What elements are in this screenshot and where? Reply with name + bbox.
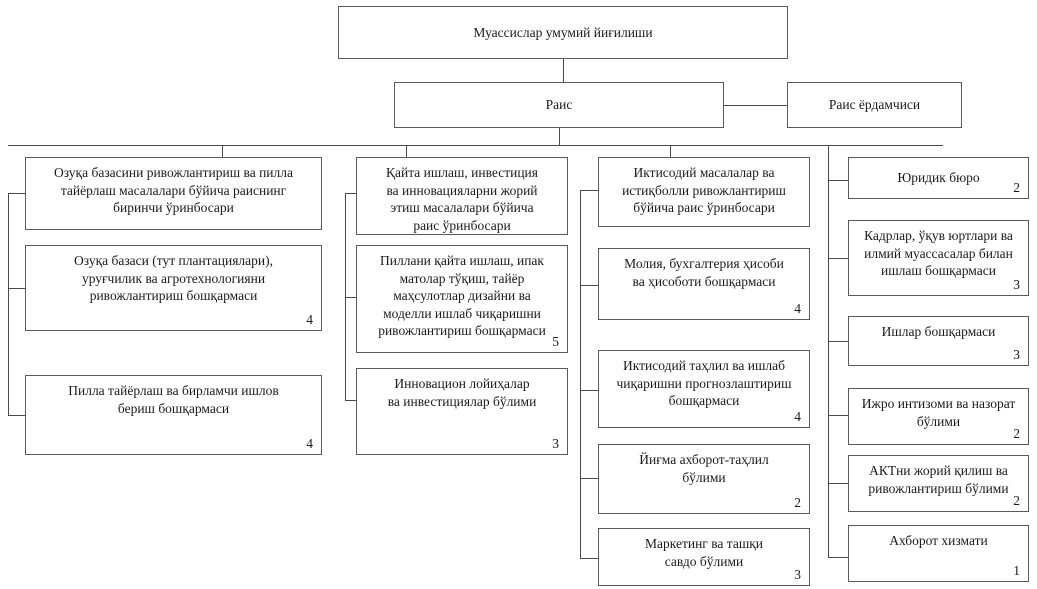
box-col3-unit-1[interactable]: Молия, бухгалтерия ҳисоби ва ҳисоботи бо…	[598, 248, 810, 320]
box-col3-unit-3-label: Йиғма ахборот-таҳлил бўлими	[639, 452, 769, 485]
box-col4-unit-3-label: Ишлар бошқармаси	[881, 324, 996, 339]
box-col4-unit-4[interactable]: Ижро интизоми ва назорат бўлими 2	[848, 388, 1029, 445]
box-col3-unit-1-count: 4	[794, 301, 801, 317]
box-chairman[interactable]: Раис	[394, 82, 724, 128]
box-chairman-assistant[interactable]: Раис ёрдамчиси	[787, 82, 962, 128]
box-col1-head-label: Озуқа базасини ривожлантириш ва пилла та…	[54, 165, 293, 216]
box-col2-head[interactable]: Қайта ишлаш, инвестиция ва инновацияларн…	[356, 157, 568, 235]
connector-col4-stub-4	[828, 415, 848, 416]
box-col4-unit-6-label: Ахборот хизмати	[889, 533, 988, 548]
box-col4-unit-2-count: 3	[1013, 277, 1020, 293]
connector-col1-spine	[8, 193, 9, 415]
box-col2-unit-1-count: 5	[552, 334, 559, 350]
box-col2-unit-2[interactable]: Инновацион лойиҳалар ва инвестициялар бў…	[356, 368, 568, 455]
connector-col3-stub-2	[580, 390, 598, 391]
box-col3-unit-2[interactable]: Иктисодий таҳлил ва ишлаб чиқаришни прог…	[598, 350, 810, 428]
connector-col3-stub-1	[580, 285, 598, 286]
box-col3-unit-3-count: 2	[794, 495, 801, 511]
connector-chairman-to-assistant	[724, 105, 787, 106]
box-general-assembly[interactable]: Муассислар умумий йиғилиши	[338, 6, 788, 59]
box-col4-unit-3-count: 3	[1013, 347, 1020, 363]
connector-col4-spine	[828, 145, 829, 557]
box-col4-unit-6-count: 1	[1013, 563, 1020, 579]
connector-col4-stub-3	[828, 341, 848, 342]
connector-col2-stub-head	[345, 193, 356, 194]
box-col3-unit-3[interactable]: Йиғма ахборот-таҳлил бўлими 2	[598, 444, 810, 514]
box-col4-unit-4-label: Ижро интизоми ва назорат бўлими	[861, 396, 1016, 429]
box-col3-unit-2-count: 4	[794, 409, 801, 425]
box-col4-unit-1-count: 2	[1013, 180, 1020, 196]
box-col2-unit-1[interactable]: Пиллани қайта ишлаш, ипак матолар тўқиш,…	[356, 245, 568, 353]
box-col4-unit-3[interactable]: Ишлар бошқармаси 3	[848, 316, 1029, 366]
box-col1-unit-2-label: Пилла тайёрлаш ва бирламчи ишлов бериш б…	[68, 383, 279, 416]
connector-col1-stub-1	[8, 288, 25, 289]
box-col3-unit-4-label: Маркетинг ва ташқи савдо бўлими	[644, 536, 764, 569]
connector-col1-head-drop	[222, 145, 223, 157]
box-col2-head-label: Қайта ишлаш, инвестиция ва инновацияларн…	[386, 165, 538, 233]
connector-col3-stub-3	[580, 478, 598, 479]
box-col3-head-label: Иктисодий масалалар ва истиқболли ривожл…	[622, 165, 786, 216]
box-col2-unit-2-label: Инновацион лойиҳалар ва инвестициялар бў…	[387, 376, 537, 409]
box-col4-unit-5-label: АКТни жорий қилиш ва ривожлантириш бўлим…	[868, 463, 1009, 496]
connector-col3-stub-4	[580, 558, 598, 559]
box-col4-unit-6[interactable]: Ахборот хизмати 1	[848, 525, 1029, 582]
connector-col4-stub-5	[828, 483, 848, 484]
connector-col2-head-drop	[406, 145, 407, 157]
connector-distribution-bar	[8, 145, 943, 146]
box-col3-head[interactable]: Иктисодий масалалар ва истиқболли ривожл…	[598, 157, 810, 227]
connector-assembly-to-chairman	[563, 59, 564, 82]
box-col4-unit-5[interactable]: АКТни жорий қилиш ва ривожлантириш бўлим…	[848, 455, 1029, 512]
connector-col2-spine	[345, 193, 346, 400]
box-col1-unit-2[interactable]: Пилла тайёрлаш ва бирламчи ишлов бериш б…	[25, 375, 322, 455]
connector-col2-stub-1	[345, 297, 356, 298]
box-col3-unit-4[interactable]: Маркетинг ва ташқи савдо бўлими 3	[598, 528, 810, 586]
box-col4-unit-4-count: 2	[1013, 426, 1020, 442]
box-col3-unit-1-label: Молия, бухгалтерия ҳисоби ва ҳисоботи бо…	[624, 256, 784, 289]
connector-col1-stub-head	[8, 193, 25, 194]
box-col1-unit-2-count: 4	[306, 436, 313, 452]
connector-col2-stub-2	[345, 400, 356, 401]
connector-col1-stub-2	[8, 415, 25, 416]
connector-col4-stub-6	[828, 557, 848, 558]
box-col2-unit-1-label: Пиллани қайта ишлаш, ипак матолар тўқиш,…	[378, 253, 546, 339]
box-col1-unit-1[interactable]: Озуқа базаси (тут плантациялари), уруғчи…	[25, 245, 322, 331]
box-col2-unit-2-count: 3	[552, 436, 559, 452]
box-col4-unit-1-label: Юридик бюро	[897, 170, 980, 186]
connector-col4-stub-2	[828, 258, 848, 259]
connector-col4-stub-1	[828, 180, 848, 181]
box-col4-unit-1[interactable]: Юридик бюро 2	[848, 157, 1029, 199]
connector-col3-head-drop	[670, 145, 671, 157]
box-col1-unit-1-label: Озуқа базаси (тут плантациялари), уруғчи…	[74, 253, 273, 304]
box-chairman-label: Раис	[545, 97, 573, 113]
connector-col3-stub-head	[580, 190, 598, 191]
box-col3-unit-4-count: 3	[794, 567, 801, 583]
box-col4-unit-2-label: Кадрлар, ўқув юртлари ва илмий муассасал…	[864, 228, 1013, 279]
box-col1-head[interactable]: Озуқа базасини ривожлантириш ва пилла та…	[25, 157, 322, 230]
box-col4-unit-2[interactable]: Кадрлар, ўқув юртлари ва илмий муассасал…	[848, 220, 1029, 296]
connector-chairman-drop	[559, 128, 560, 145]
box-chairman-assistant-label: Раис ёрдамчиси	[828, 97, 921, 113]
box-col3-unit-2-label: Иктисодий таҳлил ва ишлаб чиқаришни прог…	[616, 358, 792, 409]
box-col4-unit-5-count: 2	[1013, 493, 1020, 509]
connector-col3-spine	[580, 190, 581, 558]
box-col1-unit-1-count: 4	[306, 312, 313, 328]
box-general-assembly-label: Муассислар умумий йиғилиши	[473, 24, 653, 40]
